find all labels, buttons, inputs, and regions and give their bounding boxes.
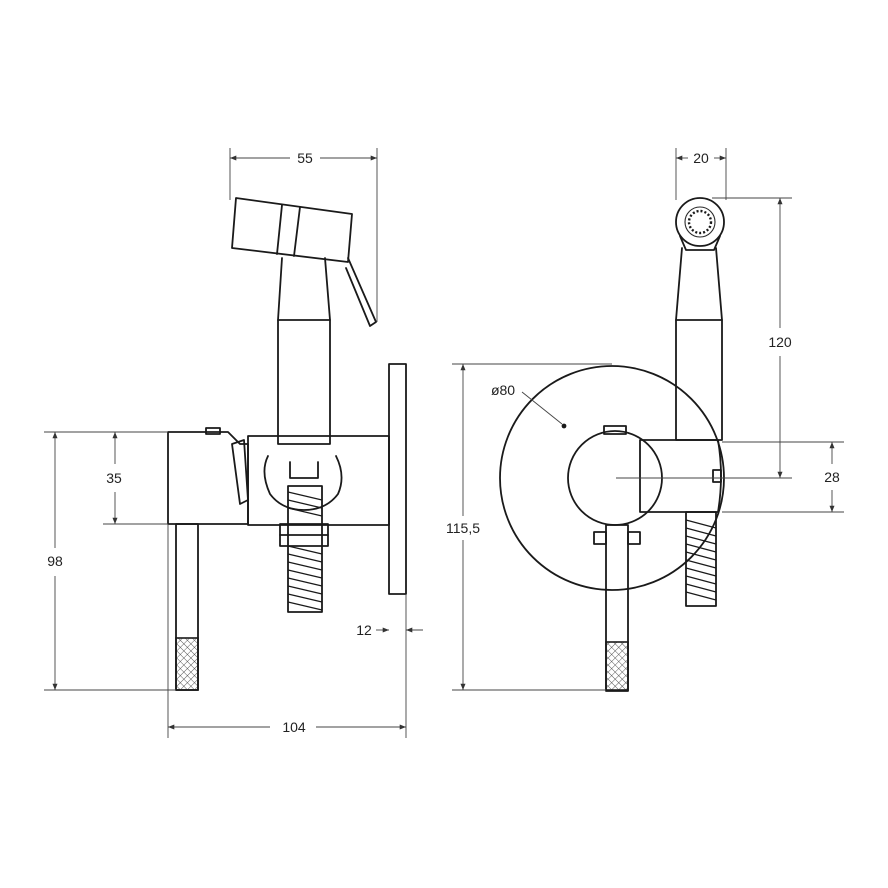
dim-front-head-width-label: 20 <box>693 150 709 166</box>
hose <box>287 485 323 613</box>
lever-grip <box>175 637 199 691</box>
dim-front-height-label: 115,5 <box>446 520 480 536</box>
dimension-lines <box>44 148 844 738</box>
front-view <box>499 197 725 692</box>
lever-front <box>605 524 629 692</box>
dim-plate-thickness-label: 12 <box>356 622 372 638</box>
holder-slot <box>289 461 319 479</box>
dim-head-width-label: 55 <box>297 150 313 166</box>
mixer-cap <box>205 427 221 435</box>
dim-handset-height-label: 120 <box>768 334 792 350</box>
handset-head <box>231 197 353 263</box>
lever-grip-front <box>605 641 629 691</box>
dim-plate-diameter-label: ø80 <box>491 382 515 398</box>
trigger <box>345 257 377 327</box>
handset-front <box>675 247 723 441</box>
wall-plate <box>388 363 407 595</box>
hose-front <box>685 511 717 607</box>
dim-body-height-label: 35 <box>106 470 122 486</box>
dim-total-depth-label: 104 <box>282 719 306 735</box>
spray-head <box>675 197 725 247</box>
holder-front <box>639 439 722 513</box>
dimension-labels: 55 35 98 104 12 115,5 ø80 20 120 28 <box>47 150 840 735</box>
holder-body <box>247 435 390 526</box>
side-view <box>167 197 407 691</box>
handset-stem <box>277 257 331 445</box>
holder-ring <box>263 455 343 511</box>
dim-total-height-label: 98 <box>47 553 63 569</box>
mixer-side <box>231 439 249 505</box>
dim-holder-height-label: 28 <box>824 469 840 485</box>
